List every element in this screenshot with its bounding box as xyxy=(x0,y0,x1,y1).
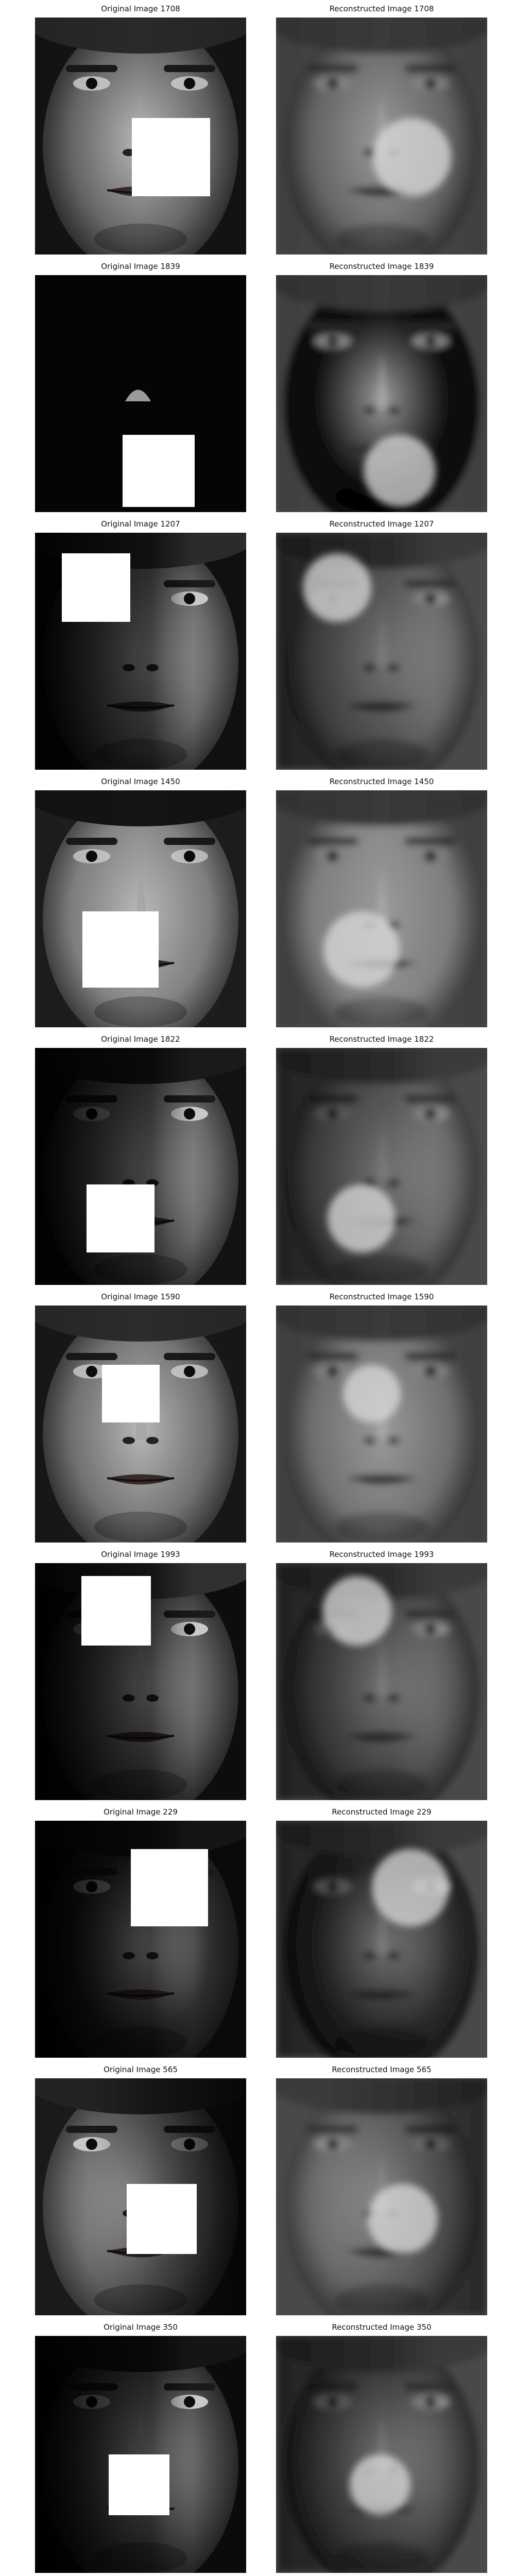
image-pair-row: Original Image 1839 Reconstructed Image 1… xyxy=(0,258,515,515)
reconstructed-image-cell: Reconstructed Image 1993 xyxy=(276,1546,487,1803)
original-face-image xyxy=(35,2078,246,2315)
reconstructed-image-cell: Reconstructed Image 1207 xyxy=(276,515,487,773)
reconstructed-face-image xyxy=(276,1563,487,1800)
occlusion-box xyxy=(81,1576,151,1646)
reconstructed-image-title: Reconstructed Image 229 xyxy=(332,1807,432,1817)
reconstructed-face-image xyxy=(276,1821,487,2058)
occlusion-box xyxy=(123,435,195,507)
reconstructed-image-cell: Reconstructed Image 1822 xyxy=(276,1030,487,1288)
image-pair-row: Original Image 565 Reconstructed Image 56… xyxy=(0,2061,515,2318)
reconstructed-face-image xyxy=(276,533,487,770)
occlusion-box xyxy=(102,1365,160,1422)
reconstructed-region xyxy=(323,911,400,988)
image-pair-row: Original Image 1993 Reconstructed Image 1… xyxy=(0,1546,515,1803)
original-face-image xyxy=(35,1048,246,1285)
reconstructed-region xyxy=(328,1184,396,1252)
occlusion-box xyxy=(87,1184,154,1252)
reconstructed-image-title: Reconstructed Image 1590 xyxy=(329,1292,434,1301)
reconstructed-image-cell: Reconstructed Image 229 xyxy=(276,1803,487,2061)
reconstructed-image-cell: Reconstructed Image 350 xyxy=(276,2318,487,2576)
original-image-title: Original Image 1839 xyxy=(101,262,180,271)
original-face-image xyxy=(35,1821,246,2058)
original-face-image xyxy=(35,533,246,770)
image-pair-row: Original Image 1708 Reconstructed Image 1… xyxy=(0,0,515,258)
reconstructed-face-image xyxy=(276,1048,487,1285)
original-image-cell: Original Image 229 xyxy=(35,1803,246,2061)
original-image-title: Original Image 1708 xyxy=(101,4,180,13)
reconstructed-image-title: Reconstructed Image 565 xyxy=(332,2065,432,2074)
image-pair-row: Original Image 1207 Reconstructed Image 1… xyxy=(0,515,515,773)
original-image-title: Original Image 1207 xyxy=(101,519,180,529)
reconstructed-image-cell: Reconstructed Image 1590 xyxy=(276,1288,487,1546)
original-face-image xyxy=(35,1563,246,1800)
occlusion-box xyxy=(109,2454,169,2515)
reconstructed-image-title: Reconstructed Image 1708 xyxy=(329,4,434,13)
reconstructed-image-cell: Reconstructed Image 1708 xyxy=(276,0,487,258)
reconstructed-image-title: Reconstructed Image 1822 xyxy=(329,1035,434,1044)
reconstructed-image-cell: Reconstructed Image 1839 xyxy=(276,258,487,515)
image-pair-row: Original Image 229 Reconstructed Image 22… xyxy=(0,1803,515,2061)
original-image-cell: Original Image 565 xyxy=(35,2061,246,2318)
reconstructed-face-image xyxy=(276,275,487,512)
reconstructed-region xyxy=(303,553,371,622)
original-image-title: Original Image 565 xyxy=(104,2065,178,2074)
original-image-cell: Original Image 1708 xyxy=(35,0,246,258)
original-face-image xyxy=(35,18,246,255)
original-image-title: Original Image 1590 xyxy=(101,1292,180,1301)
reconstructed-image-cell: Reconstructed Image 565 xyxy=(276,2061,487,2318)
original-face-image xyxy=(35,2336,246,2573)
image-pair-row: Original Image 1450 Reconstructed Image 1… xyxy=(0,773,515,1030)
reconstructed-region xyxy=(343,1365,401,1422)
original-image-cell: Original Image 350 xyxy=(35,2318,246,2576)
occlusion-box xyxy=(127,2184,197,2254)
occlusion-box xyxy=(82,911,159,988)
reconstructed-region xyxy=(372,1849,449,1926)
reconstructed-region xyxy=(368,2184,438,2254)
original-image-cell: Original Image 1839 xyxy=(35,258,246,515)
original-image-title: Original Image 1993 xyxy=(101,1550,180,1559)
reconstructed-region xyxy=(364,435,436,507)
original-image-cell: Original Image 1993 xyxy=(35,1546,246,1803)
reconstructed-face-image xyxy=(276,1306,487,1543)
original-image-cell: Original Image 1822 xyxy=(35,1030,246,1288)
reconstructed-face-image xyxy=(276,18,487,255)
reconstructed-image-title: Reconstructed Image 1839 xyxy=(329,262,434,271)
reconstructed-image-title: Reconstructed Image 350 xyxy=(332,2323,432,2332)
reconstructed-image-title: Reconstructed Image 1207 xyxy=(329,519,434,529)
reconstructed-image-title: Reconstructed Image 1993 xyxy=(329,1550,434,1559)
original-image-title: Original Image 229 xyxy=(104,1807,178,1817)
reconstructed-face-image xyxy=(276,2336,487,2573)
original-image-title: Original Image 350 xyxy=(104,2323,178,2332)
image-pair-row: Original Image 1822 Reconstructed Image 1… xyxy=(0,1030,515,1288)
original-image-cell: Original Image 1590 xyxy=(35,1288,246,1546)
reconstructed-image-cell: Reconstructed Image 1450 xyxy=(276,773,487,1030)
occlusion-box xyxy=(62,553,130,622)
original-image-cell: Original Image 1207 xyxy=(35,515,246,773)
original-image-title: Original Image 1822 xyxy=(101,1035,180,1044)
original-face-image xyxy=(35,1306,246,1543)
reconstructed-region xyxy=(373,118,451,196)
occlusion-box xyxy=(132,118,210,196)
image-pair-row: Original Image 1590 Reconstructed Image 1… xyxy=(0,1288,515,1546)
image-pair-row: Original Image 350 Reconstructed Image 35… xyxy=(0,2318,515,2576)
original-image-cell: Original Image 1450 xyxy=(35,773,246,1030)
occlusion-box xyxy=(131,1849,208,1926)
reconstructed-face-image xyxy=(276,2078,487,2315)
reconstructed-image-title: Reconstructed Image 1450 xyxy=(329,777,434,786)
original-face-image xyxy=(35,275,246,512)
reconstructed-region xyxy=(322,1576,392,1646)
original-face-image xyxy=(35,790,246,1027)
reconstructed-region xyxy=(350,2454,410,2515)
original-image-title: Original Image 1450 xyxy=(101,777,180,786)
reconstructed-face-image xyxy=(276,790,487,1027)
